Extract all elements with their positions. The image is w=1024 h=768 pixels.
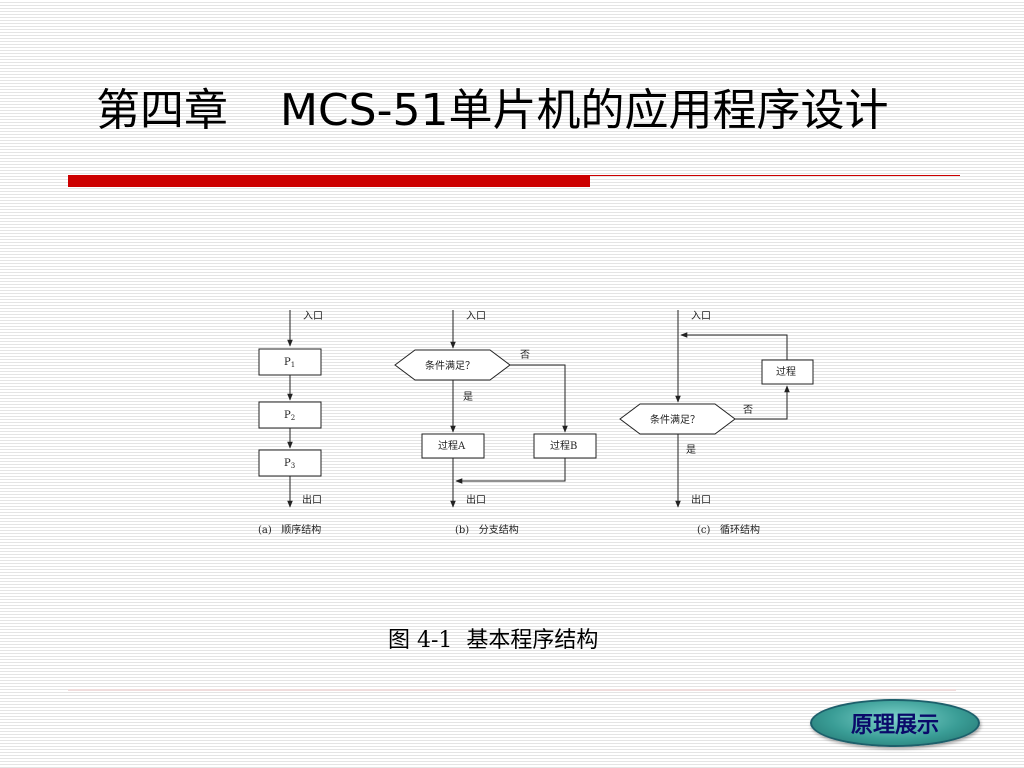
branch-entry-label: 入口	[466, 311, 486, 322]
seq-caption: (a) 顺序结构	[258, 523, 321, 536]
loop-no-arrow	[735, 385, 790, 420]
loop-yes-label: 是	[686, 444, 696, 456]
loop-process-label: 过程	[776, 365, 796, 378]
seq-box-p3	[258, 449, 322, 477]
branch-no-arrow	[510, 364, 568, 433]
branch-condition-label: 条件满足？	[425, 359, 475, 372]
loop-caption: (c) 循环结构	[697, 523, 760, 536]
branch-exit-label: 出口	[466, 493, 486, 506]
sequential-structure	[258, 310, 322, 508]
title-chapter: 第四章	[96, 85, 228, 136]
branch-structure	[394, 310, 597, 508]
title-underline-thin	[590, 175, 960, 176]
branch-process-a-label: 过程A	[438, 439, 466, 452]
title-underline-thick	[68, 175, 590, 187]
seq-p1-label: P1	[284, 357, 295, 369]
branch-no-label: 否	[520, 349, 530, 361]
seq-exit-label: 出口	[302, 493, 322, 506]
branch-merge-arrow	[455, 458, 566, 484]
seq-entry-label: 入口	[303, 311, 323, 322]
seq-p3-label: P3	[284, 458, 295, 470]
footer-divider	[68, 689, 956, 691]
title-main: MCS-51单片机的应用程序设计	[280, 85, 889, 136]
seq-box-p2	[258, 401, 322, 429]
branch-box-process-a	[421, 433, 485, 459]
branch-caption: (b) 分支结构	[455, 523, 519, 536]
loop-return-arrow	[680, 332, 788, 360]
demo-button[interactable]: 原理展示	[810, 699, 980, 747]
loop-exit-label: 出口	[691, 493, 711, 506]
loop-entry-label: 入口	[691, 311, 711, 322]
loop-no-label: 否	[743, 404, 753, 416]
seq-p2-label: P2	[284, 410, 295, 422]
loop-condition-label: 条件满足？	[650, 413, 700, 426]
branch-process-b-label: 过程B	[550, 439, 577, 452]
loop-structure	[619, 310, 814, 508]
branch-yes-label: 是	[463, 391, 473, 403]
seq-box-p1	[258, 348, 322, 376]
demo-button-label: 原理展示	[850, 713, 939, 738]
slide-title: 第四章 MCS-51单片机的应用程序设计	[96, 74, 888, 138]
figure-caption: 图 4-1 基本程序结构	[388, 628, 599, 653]
